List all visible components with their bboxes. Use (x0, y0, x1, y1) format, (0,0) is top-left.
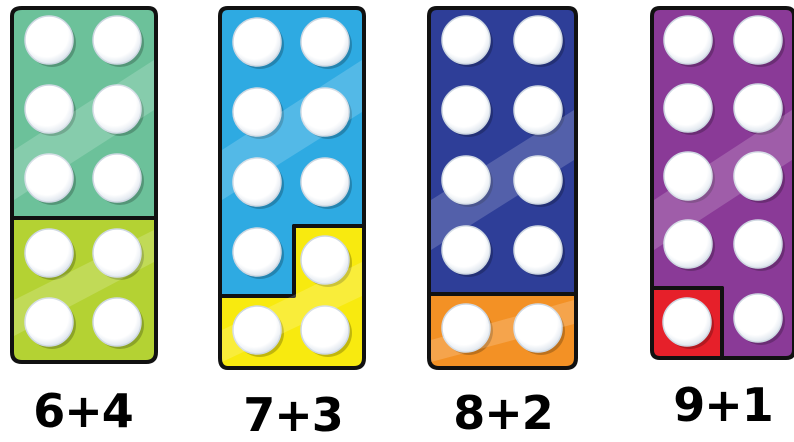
caption-8-plus-2: 8+2 (428, 390, 578, 436)
caption-7-plus-3: 7+3 (218, 392, 368, 438)
caption-6-plus-4: 6+4 (8, 388, 158, 434)
caption-9-plus-1: 9+1 (648, 382, 794, 428)
